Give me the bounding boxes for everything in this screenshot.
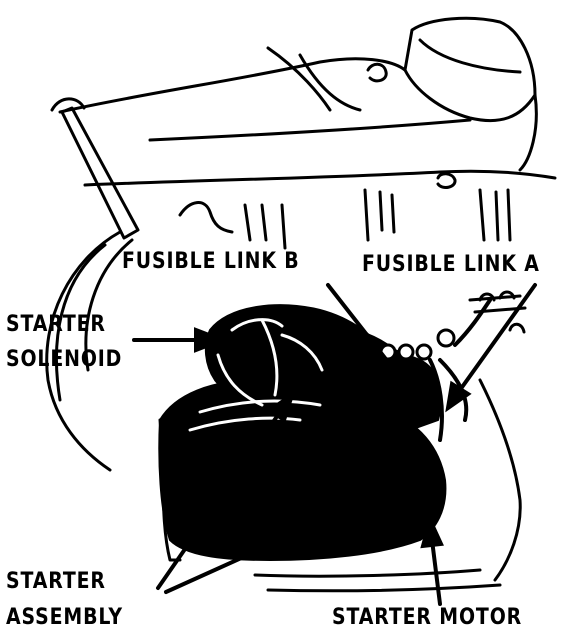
solenoid-arrowhead	[194, 327, 228, 353]
engine-upper-edge	[148, 118, 472, 142]
block-rib-1	[178, 201, 234, 234]
terminal-stud-4	[436, 328, 456, 348]
cable-b	[428, 358, 444, 442]
link-b-leader	[326, 283, 412, 392]
label-starter-motor: STARTER MOTOR	[332, 605, 523, 630]
engine-sensor	[436, 172, 457, 189]
dipstick	[60, 106, 140, 240]
assembly-leader-2	[164, 543, 272, 594]
motor-leader	[430, 538, 442, 606]
manifold-spine	[418, 38, 522, 74]
assembly-arrowhead-2	[259, 533, 294, 560]
motor-arrowhead	[420, 514, 444, 549]
assembly-arrowhead-1	[266, 390, 296, 424]
right-connector	[478, 290, 516, 302]
label-starter-solenoid-line2: SOLENOID	[6, 347, 123, 372]
link-b-arrowhead	[396, 380, 426, 409]
block-rib-3	[363, 188, 396, 242]
starter-body	[158, 304, 447, 562]
label-fusible-link-b: FUSIBLE LINK B	[122, 249, 300, 274]
dipstick-handle	[50, 97, 86, 112]
block-rib-4	[478, 188, 512, 242]
link-a-leader	[458, 283, 537, 392]
solenoid-highlight-1	[230, 318, 284, 332]
engine-top-edge	[83, 169, 557, 187]
lower-pan	[253, 568, 502, 593]
motor-highlight	[188, 416, 302, 432]
manifold-outline	[58, 16, 538, 172]
motor-band	[198, 399, 322, 414]
terminal-stud-2	[397, 343, 415, 361]
bell-housing	[45, 230, 122, 472]
link-a-arrowhead	[445, 380, 472, 413]
label-starter-assembly-line1: STARTER	[6, 569, 106, 594]
manifold-ridge	[266, 46, 362, 112]
bell-housing-inner	[84, 238, 134, 372]
right-stud	[508, 322, 526, 334]
solenoid-highlight-4	[280, 333, 324, 372]
block-rib-2	[243, 203, 287, 250]
terminal-stud-3	[415, 343, 433, 361]
label-starter-assembly-line2: ASSEMBLY	[6, 605, 123, 630]
terminal-studs	[379, 328, 456, 361]
right-block	[478, 378, 522, 582]
assembly-leader-1	[156, 410, 282, 590]
bell-housing-rim	[54, 243, 107, 402]
solenoid-highlight-3	[260, 318, 279, 397]
manifold-bolt	[366, 62, 388, 83]
cable-a	[453, 298, 492, 347]
label-fusible-link-a: FUSIBLE LINK A	[362, 252, 540, 277]
manifold-top	[403, 68, 537, 123]
label-starter-solenoid-line1: STARTER	[6, 312, 106, 337]
